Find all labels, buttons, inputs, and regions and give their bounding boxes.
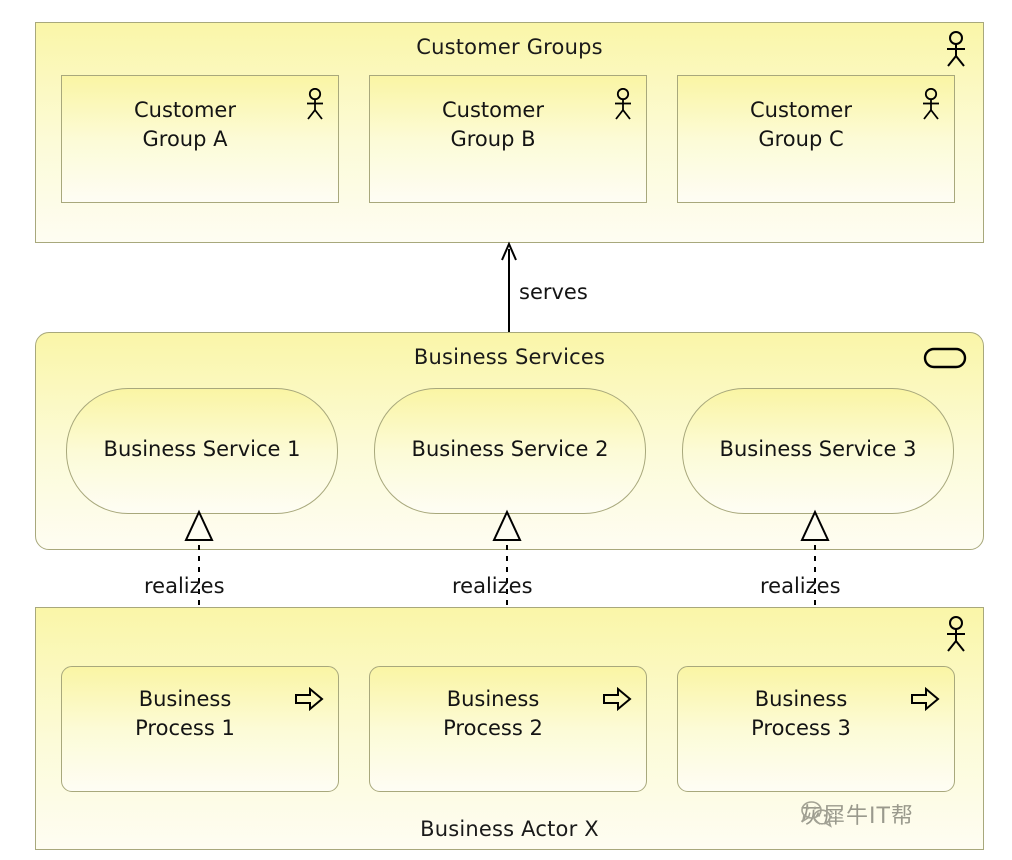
element-business-process-2[interactable]: Business Process 2 (369, 666, 647, 792)
element-business-process-3[interactable]: Business Process 3 (677, 666, 955, 792)
business-process-icon (910, 686, 940, 712)
business-process-icon (294, 686, 324, 712)
relationship-serves (492, 240, 532, 336)
element-label-customer-group-c: Customer Group C (749, 98, 852, 151)
element-label-business-service-2: Business Service 2 (411, 437, 609, 461)
element-label-business-process-1: Business Process 1 (135, 687, 235, 740)
business-actor-icon (920, 87, 942, 122)
element-business-service-1[interactable]: Business Service 1 (66, 388, 338, 514)
relationship-label-serves: serves (519, 280, 588, 304)
relationship-label-realizes-1: realizes (144, 574, 225, 598)
relationship-label-realizes-2: realizes (452, 574, 533, 598)
element-label-customer-group-a: Customer Group A (133, 98, 236, 151)
wechat-icon (800, 800, 834, 828)
element-label-customer-group-b: Customer Group B (441, 98, 544, 151)
group-title-business-actor-x: Business Actor X (420, 817, 599, 841)
element-customer-group-b[interactable]: Customer Group B (369, 75, 647, 203)
relationship-realizes-1 (182, 506, 218, 638)
element-label-business-service-3: Business Service 3 (719, 437, 917, 461)
element-customer-group-c[interactable]: Customer Group C (677, 75, 955, 203)
group-customer-groups[interactable]: Customer Groups Customer Group A (35, 22, 984, 243)
relationship-realizes-2 (490, 506, 526, 638)
element-business-process-1[interactable]: Business Process 1 (61, 666, 339, 792)
business-service-icon (923, 345, 967, 371)
business-process-icon (602, 686, 632, 712)
group-business-actor-x[interactable]: Business Actor X Business Process 1 Busi… (35, 607, 984, 850)
watermark: 灰犀牛IT帮 (800, 798, 914, 830)
group-business-services[interactable]: Business Services Business Service 1 Bus… (35, 332, 984, 550)
relationship-realizes-3 (798, 506, 834, 638)
business-actor-icon (943, 616, 969, 654)
group-title-business-services: Business Services (413, 345, 606, 369)
element-customer-group-a[interactable]: Customer Group A (61, 75, 339, 203)
element-label-business-process-2: Business Process 2 (443, 687, 543, 740)
element-business-service-2[interactable]: Business Service 2 (374, 388, 646, 514)
business-actor-icon (612, 87, 634, 122)
business-actor-icon (943, 31, 969, 69)
business-actor-icon (304, 87, 326, 122)
element-label-business-service-1: Business Service 1 (103, 437, 301, 461)
element-business-service-3[interactable]: Business Service 3 (682, 388, 954, 514)
relationship-label-realizes-3: realizes (760, 574, 841, 598)
group-title-customer-groups: Customer Groups (416, 35, 603, 59)
element-label-business-process-3: Business Process 3 (751, 687, 851, 740)
